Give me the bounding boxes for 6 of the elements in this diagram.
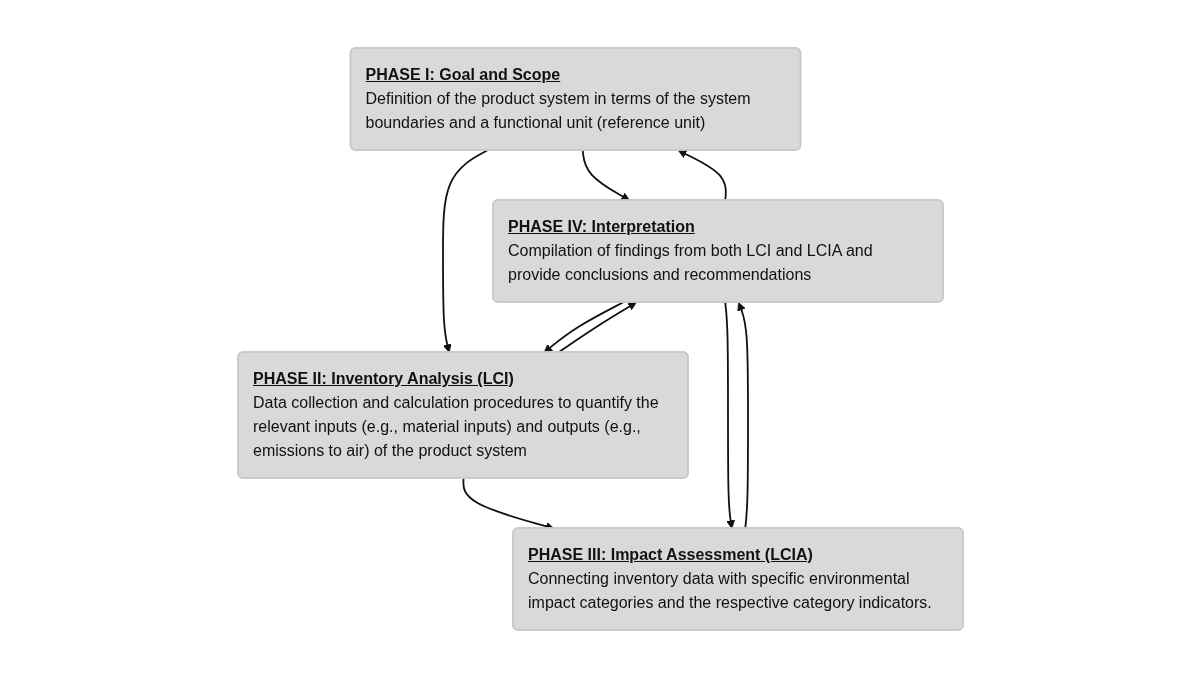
arrow [441,149,488,353]
arrow [543,301,624,353]
arrow [736,301,749,529]
arrow [677,149,727,201]
arrow [581,149,630,201]
arrow [723,301,735,529]
